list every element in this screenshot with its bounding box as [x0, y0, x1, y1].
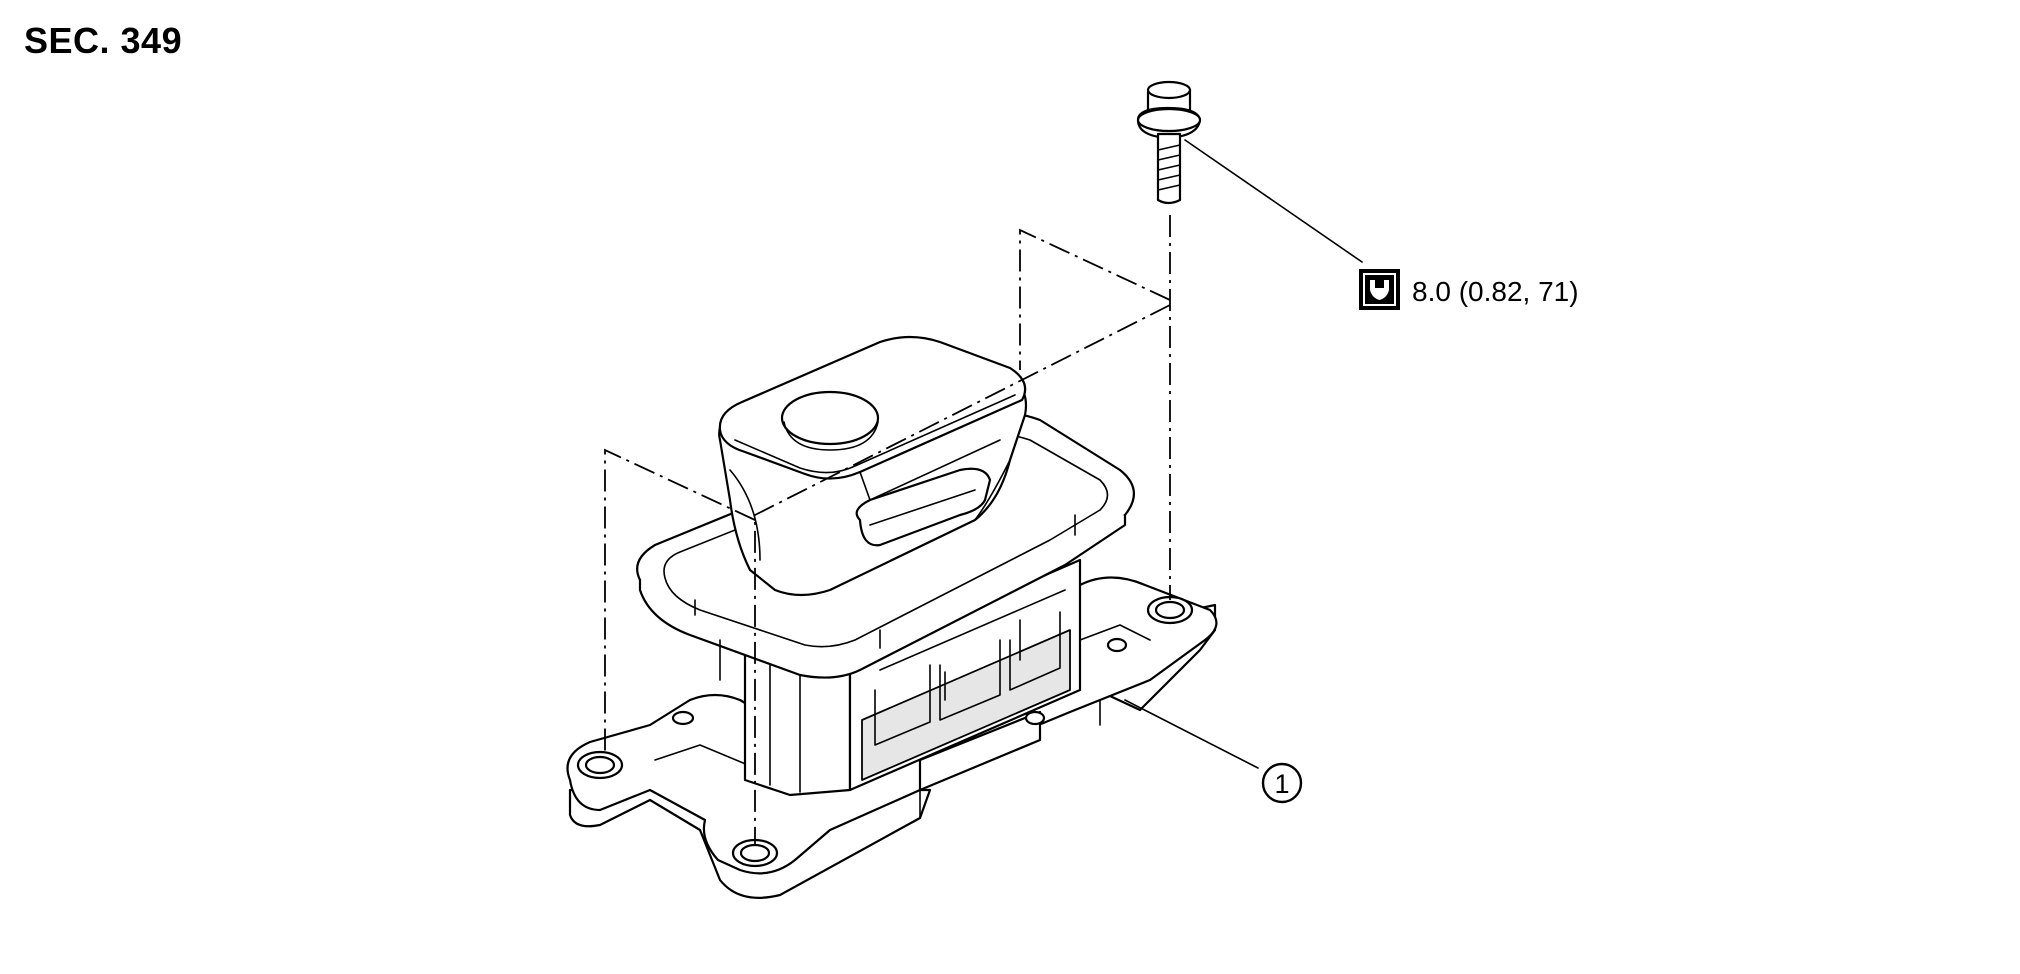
torque-wrench-icon [1359, 269, 1400, 310]
torque-spec: 8.0 (0.82, 71) [1412, 276, 1579, 307]
section-label: SEC. 349 [24, 20, 183, 61]
switch-knob [718, 335, 1028, 597]
mounting-bolt [1136, 80, 1202, 205]
callout-number: 1 [1274, 769, 1289, 799]
callout-leader-line [1124, 699, 1259, 769]
switch-housing [743, 558, 1082, 797]
alignment-lines [604, 215, 1171, 845]
callout-1: 1 [1261, 762, 1303, 804]
torque-leader-line [1184, 139, 1363, 263]
